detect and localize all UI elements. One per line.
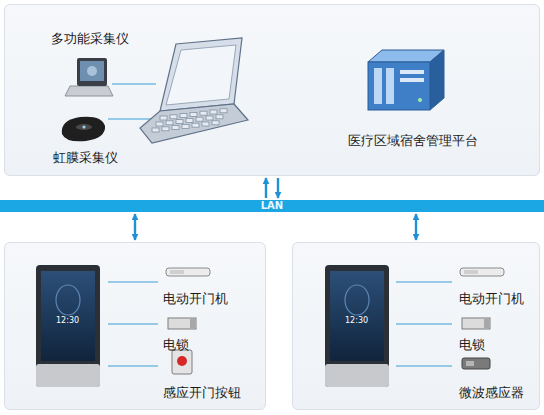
wire — [112, 83, 156, 84]
node-text: 电锁 — [459, 337, 485, 353]
key — [190, 112, 197, 116]
sensor-icon — [462, 358, 490, 369]
key — [152, 128, 159, 132]
door-panel: 电动开门机电锁微波感应器 — [292, 242, 540, 410]
iris-icon — [62, 117, 105, 142]
node-text: 电动开门机 — [163, 291, 228, 307]
platform-label: 医疗区域宿舍管理平台 — [348, 133, 478, 149]
key — [210, 110, 217, 114]
lock-icon — [168, 318, 196, 329]
lan-link — [266, 178, 278, 198]
key — [182, 124, 189, 128]
lan-link — [416, 214, 417, 240]
lan-bar — [0, 200, 544, 212]
key — [212, 121, 219, 125]
node-text: 感应开门按钮 — [163, 385, 241, 401]
node-text: LAN — [0, 200, 544, 212]
accessory-label: 电锁 — [459, 337, 485, 353]
key — [196, 117, 203, 121]
node-text: 多功能采集仪 — [51, 31, 129, 47]
button-icon — [172, 350, 192, 374]
lan-bus: LAN — [0, 200, 544, 212]
arrow-line — [277, 178, 279, 198]
node-text: 医疗区域宿舍管理平台 — [348, 133, 478, 149]
door-panel: 电动开门机电锁感应开门按钮 — [4, 242, 266, 410]
accessory-label: 电动开门机 — [163, 291, 228, 307]
device-label: 虹膜采集仪 — [53, 150, 118, 166]
laptop-icon — [140, 38, 248, 143]
key — [162, 127, 169, 131]
device-label: 多功能采集仪 — [51, 31, 129, 47]
key — [200, 111, 207, 115]
collector-icon — [65, 58, 113, 96]
panel-ground — [4, 4, 540, 176]
key — [180, 114, 187, 118]
key — [192, 123, 199, 127]
screen-time: 12:30 — [345, 316, 368, 326]
accessory-label: 感应开门按钮 — [163, 385, 241, 401]
arrow-line — [134, 214, 136, 240]
server-icon — [368, 50, 444, 110]
arrow-line — [415, 214, 417, 240]
lock-icon — [462, 318, 490, 329]
top-panel: 多功能采集仪虹膜采集仪 医疗区域宿舍管理平台 — [4, 4, 540, 176]
accessory-label: 微波感应器 — [459, 385, 524, 401]
key — [202, 122, 209, 126]
key — [186, 118, 193, 122]
key — [160, 116, 167, 120]
key — [170, 115, 177, 119]
arrow-line — [265, 178, 267, 198]
key — [172, 126, 179, 130]
panel-ground — [4, 242, 266, 410]
key — [166, 121, 173, 125]
face-terminal — [36, 265, 100, 387]
key — [206, 116, 213, 120]
face-terminal — [325, 265, 389, 387]
node-text: 微波感应器 — [459, 385, 524, 401]
key — [156, 122, 163, 126]
node-text: 虹膜采集仪 — [53, 150, 118, 166]
door-operator-icon — [166, 268, 210, 276]
door-operator-icon — [460, 268, 504, 276]
node-text: 电动开门机 — [459, 291, 524, 307]
accessory-label: 电动开门机 — [459, 291, 524, 307]
key — [176, 120, 183, 124]
accessory-label: 电锁 — [163, 337, 189, 353]
wire — [108, 282, 452, 366]
panel-ground — [292, 242, 540, 410]
key — [216, 115, 223, 119]
screen-time: 12:30 — [56, 316, 79, 326]
key — [220, 109, 227, 113]
wire — [108, 118, 156, 119]
node-text: 电锁 — [163, 337, 189, 353]
lan-link — [135, 214, 136, 240]
